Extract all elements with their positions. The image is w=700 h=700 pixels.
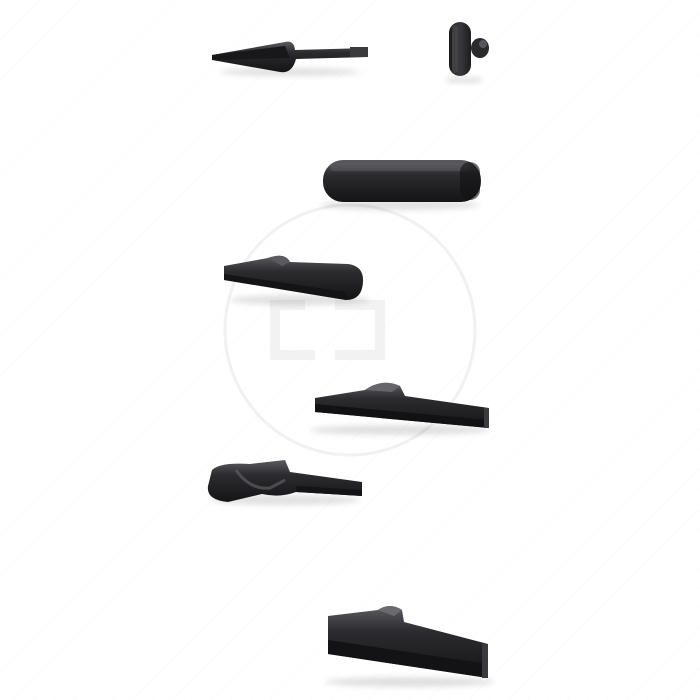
handle-6-sculpted-lever: [207, 460, 362, 505]
handle-4-wedge-lever: [224, 255, 370, 305]
handle-2-oval-knob: [444, 22, 489, 83]
handle-5-flat-bar-lever: [310, 382, 490, 435]
handle-1-tapered-lever: [212, 41, 368, 76]
handle-3-rounded-bar: [320, 160, 481, 210]
handle-7-square-lever: [325, 606, 495, 687]
